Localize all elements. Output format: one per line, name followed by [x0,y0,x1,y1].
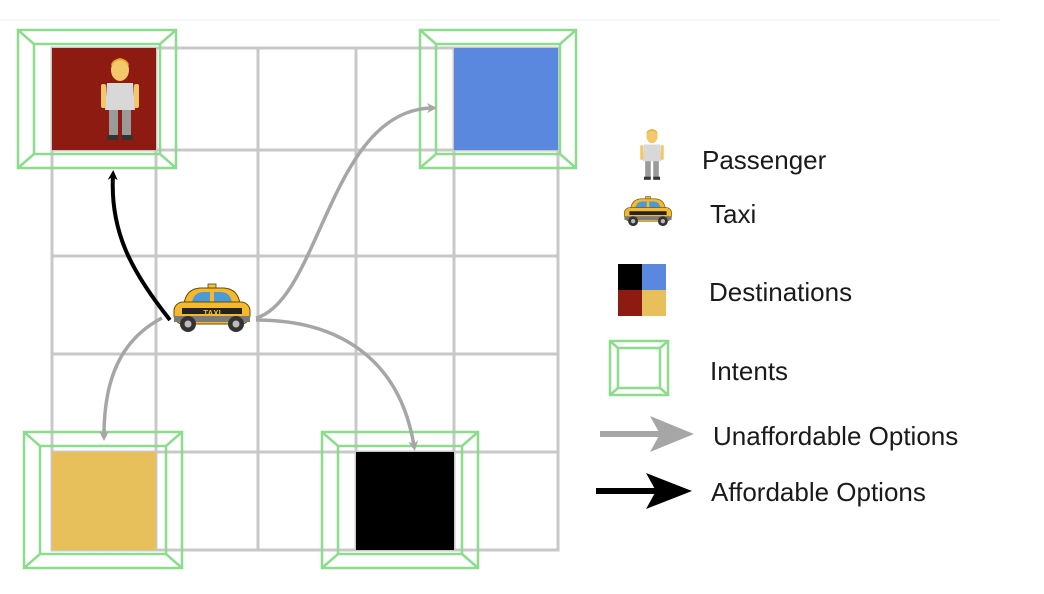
unaffordable-option-arrow-blue [255,103,437,320]
intent-frame-top-left [16,28,178,170]
legend-passenger-label: Passenger [702,145,827,175]
unaffordable-option-arrow-yellow [99,316,163,441]
legend-intent-swatch [608,339,670,397]
legend-destinations-label: Destinations [709,277,853,307]
intent-frame-bottom-right [320,430,480,570]
destination-blue [454,48,558,150]
legend-affordable-arrow [596,473,692,509]
taxi-badge-text: TAXI [203,309,221,318]
destination-yellow [52,452,156,550]
unaffordable-option-arrow-black [255,318,419,451]
intent-frame-top-right [418,28,578,170]
legend-passenger-icon [640,128,664,180]
legend-taxi-icon [624,196,672,227]
taxi-icon: TAXI [173,283,251,333]
affordable-option-arrow [107,170,172,322]
legend-intents-label: Intents [710,356,789,386]
legend-taxi-label: Taxi [710,199,757,229]
legend-unaffordable-label: Unaffordable Options [713,421,959,451]
legend-destinations-swatch [618,264,666,316]
legend-unaffordable-arrow [600,416,694,452]
legend-affordable-label: Affordable Options [711,477,926,507]
destination-black [356,452,454,550]
